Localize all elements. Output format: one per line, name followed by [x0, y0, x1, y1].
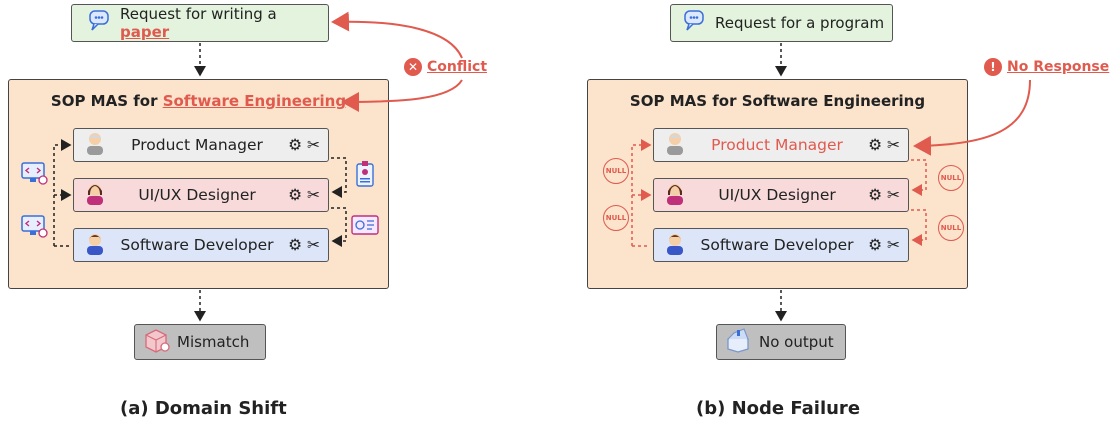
- request-box-a: Request for writing a paper: [71, 4, 329, 42]
- role-name: Software Developer: [120, 236, 274, 254]
- manager-avatar-icon: [664, 131, 686, 159]
- developer-avatar-icon: [664, 231, 686, 259]
- package-error-icon: [143, 327, 171, 357]
- request-highlight: paper: [120, 23, 170, 41]
- alert-icon: !: [984, 58, 1002, 76]
- tools-icon: ✂: [887, 136, 900, 154]
- role-software-developer-b: Software Developer ⚙ ✂: [653, 228, 909, 262]
- handoff-connector: [331, 157, 347, 198]
- mas-title-a: SOP MAS for Software Engineering: [50, 92, 347, 110]
- caption-a: (a) Domain Shift: [120, 398, 287, 419]
- tools-icon: ✂: [887, 186, 900, 204]
- manager-avatar-icon: [84, 131, 106, 159]
- chat-bubble-icon: [681, 8, 707, 38]
- mas-title-b: SOP MAS for Software Engineering: [629, 92, 926, 110]
- design-tools-icon: [350, 213, 380, 243]
- role-name: UI/UX Designer: [138, 186, 256, 204]
- handoff-connector: [331, 207, 347, 247]
- null-signal-icon: NULL: [603, 158, 629, 184]
- tools-icon: ✂: [887, 236, 900, 254]
- id-card-icon: [354, 160, 376, 192]
- chat-bubble-icon: [86, 8, 112, 38]
- openai-logo-icon: ⚙: [868, 236, 882, 254]
- developer-avatar-icon: [84, 231, 106, 259]
- caption-b: (b) Node Failure: [696, 398, 861, 419]
- output-label-a: Mismatch: [177, 333, 250, 351]
- failed-handoff-connector: [911, 159, 927, 196]
- null-signal-icon: NULL: [938, 215, 964, 241]
- no-response-arrow: [913, 79, 1031, 156]
- output-box-a: Mismatch: [134, 324, 266, 360]
- failed-handoff-connector: [911, 209, 927, 246]
- role-ui-ux-designer-b: UI/UX Designer ⚙ ✂: [653, 178, 909, 212]
- tools-icon: ✂: [307, 236, 320, 254]
- openai-logo-icon: ⚙: [868, 186, 882, 204]
- null-signal-icon: NULL: [603, 205, 629, 231]
- computer-code-icon: [20, 160, 48, 190]
- role-ui-ux-designer-a: UI/UX Designer ⚙ ✂: [73, 178, 329, 212]
- tools-icon: ✂: [307, 186, 320, 204]
- request-text-b: Request for a program: [715, 14, 885, 32]
- conflict-arrow: [341, 79, 463, 112]
- empty-box-icon: [725, 327, 753, 357]
- conflict-x-icon: ✕: [404, 58, 422, 76]
- openai-logo-icon: ⚙: [288, 136, 302, 154]
- no-response-label: No Response: [1007, 59, 1110, 75]
- role-product-manager-a: Product Manager ⚙ ✂: [73, 128, 329, 162]
- role-name: Software Developer: [700, 236, 854, 254]
- output-label-b: No output: [759, 333, 834, 351]
- output-box-b: No output: [716, 324, 846, 360]
- openai-logo-icon: ⚙: [288, 236, 302, 254]
- openai-logo-icon: ⚙: [868, 136, 882, 154]
- null-signal-icon: NULL: [938, 165, 964, 191]
- role-name: Product Manager: [131, 136, 263, 154]
- openai-logo-icon: ⚙: [288, 186, 302, 204]
- request-text-a: Request for writing a paper: [120, 5, 277, 41]
- tools-icon: ✂: [307, 136, 320, 154]
- conflict-tag: ✕ Conflict: [404, 58, 487, 76]
- role-software-developer-a: Software Developer ⚙ ✂: [73, 228, 329, 262]
- role-name: Product Manager: [711, 136, 843, 154]
- no-response-tag: ! No Response: [984, 58, 1109, 76]
- conflict-label: Conflict: [427, 59, 488, 75]
- mas-highlight: Software Engineering: [162, 92, 347, 110]
- computer-code-icon: [20, 213, 48, 243]
- request-box-b: Request for a program: [670, 4, 893, 42]
- designer-avatar-icon: [664, 181, 686, 209]
- conflict-arrow: [331, 11, 463, 59]
- role-name: UI/UX Designer: [718, 186, 836, 204]
- designer-avatar-icon: [84, 181, 106, 209]
- role-product-manager-b: Product Manager ⚙ ✂: [653, 128, 909, 162]
